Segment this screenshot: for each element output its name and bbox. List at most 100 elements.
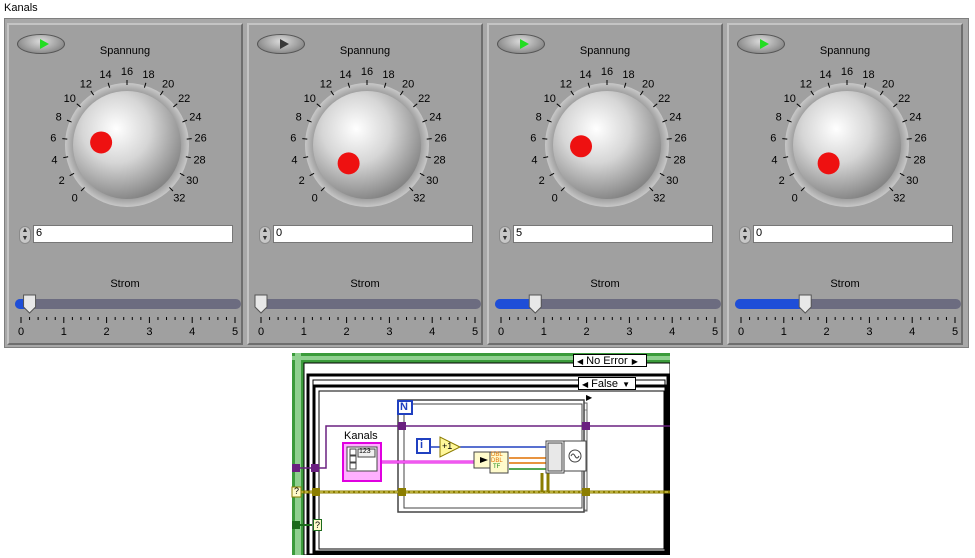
knob-tick-label: 14 [579,69,591,81]
knob-tick-label: 16 [361,66,373,78]
knob-tick-label: 30 [906,175,918,187]
knob-tick-label: 6 [50,133,56,145]
knob-tick-label: 32 [653,192,665,204]
block-diagram: ◀No Error▶ ◀False▼▶ N i +1 Kanals 123 DB… [290,353,670,555]
cluster-constant-type: 123 [359,448,371,455]
knob-marker [90,131,112,153]
numeric-input[interactable]: 0 [273,225,473,243]
slider-tick-label: 1 [541,326,547,337]
slider-track[interactable] [255,299,481,309]
slider-tick-label: 4 [669,326,675,337]
knob-tick-label: 22 [898,93,910,105]
slider-label: Strom [249,278,481,290]
knob-tick-label: 8 [536,112,542,124]
knob-body[interactable] [553,91,661,199]
knob-tick-label: 8 [776,112,782,124]
knob-tick-label: 0 [312,192,318,204]
increment-decrement-arrows[interactable]: ▲▼ [739,226,751,244]
slider-track[interactable] [15,299,241,309]
increment-decrement-arrows[interactable]: ▲▼ [499,226,511,244]
knob-tick-label: 24 [909,112,921,124]
error-terminal-label: ? [294,486,299,496]
knob-tick-label: 18 [382,69,394,81]
knob-tick-label: 6 [770,133,776,145]
numeric-input[interactable]: 0 [753,225,953,243]
knob-tick-label: 24 [429,112,441,124]
knob-marker [338,152,360,174]
knob-body[interactable] [313,91,421,199]
knob-tick-label: 2 [539,175,545,187]
knob-tick-label: 20 [162,78,174,90]
knob-tick-label: 4 [531,154,537,166]
knob-tick-label: 20 [402,78,414,90]
knob-tick-label: 26 [675,133,687,145]
numeric-input[interactable]: 5 [513,225,713,243]
iteration-terminal [417,439,430,453]
slider-label: Strom [9,278,241,290]
slider-tick-label: 1 [301,326,307,337]
loop-count-label: N [400,401,408,413]
knob-tick-label: 12 [560,78,572,90]
knob-tick-label: 4 [291,154,297,166]
knob-tick-label: 22 [658,93,670,105]
knob-body[interactable] [73,91,181,199]
knob-label: Spannung [729,45,961,57]
knob-body[interactable] [793,91,901,199]
knob-tick-label: 0 [792,192,798,204]
slider-label: Strom [729,278,961,290]
knob-tick-label: 12 [80,78,92,90]
knob-tick-label: 10 [544,93,556,105]
knob-tick-label: 8 [56,112,62,124]
knob-tick-label: 32 [173,192,185,204]
knob-tick-label: 10 [64,93,76,105]
knob-tick-label: 24 [669,112,681,124]
inner-case-value: False [591,378,618,391]
slider-thumb[interactable] [529,295,541,313]
slider-thumb[interactable] [799,295,811,313]
knob-tick-label: 22 [418,93,430,105]
numeric-control: ▲▼0 [259,224,473,246]
knob-tick-label: 0 [72,192,78,204]
knob-tick-label: 30 [426,175,438,187]
knob-tick-label: 4 [51,154,57,166]
bundle-type-3: TF [493,464,500,470]
knob-tick-label: 28 [193,154,205,166]
knob-tick-label: 0 [552,192,558,204]
knob-tick-label: 10 [784,93,796,105]
knob-tick-label: 10 [304,93,316,105]
knob-tick-label: 20 [642,78,654,90]
knob-marker [570,135,592,157]
knob-tick-label: 2 [59,175,65,187]
slider-thumb[interactable] [255,295,267,313]
inner-case-selector[interactable]: ◀False▼▶ [578,377,636,390]
increment-decrement-arrows[interactable]: ▲▼ [259,226,271,244]
slider-tick-label: 2 [104,326,110,337]
knob-tick-label: 16 [121,66,133,78]
knob-tick-label: 14 [819,69,831,81]
iteration-label: i [420,439,423,451]
outer-case-selector[interactable]: ◀No Error▶ [573,354,647,367]
slider-tick-label: 0 [18,326,24,337]
slider-thumb[interactable] [24,295,36,313]
knob-tick-label: 8 [296,112,302,124]
knob-tick-label: 32 [893,192,905,204]
knob-tick-label: 28 [913,154,925,166]
numeric-input[interactable]: 6 [33,225,233,243]
cluster-constant-label: Kanals [344,430,378,442]
increment-decrement-arrows[interactable]: ▲▼ [19,226,31,244]
slider-tick-label: 1 [781,326,787,337]
numeric-control: ▲▼6 [19,224,233,246]
knob-tick-label: 2 [299,175,305,187]
boolean-terminal-label: ? [313,519,322,531]
slider-tick-label: 0 [738,326,744,337]
